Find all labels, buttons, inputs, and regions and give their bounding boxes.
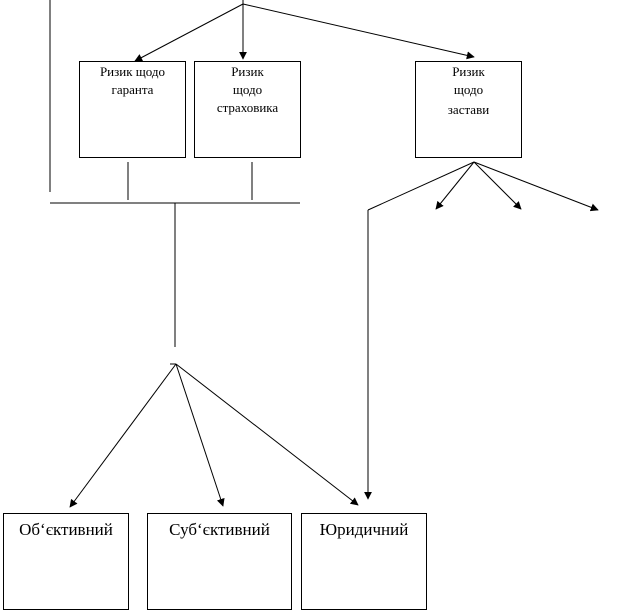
collateral-branch-left xyxy=(367,161,475,211)
box-subjective-label: Суб‘єктивний xyxy=(169,520,270,539)
box-risk-guarantor-line-1: Ризик щодо xyxy=(99,64,166,79)
box-risk-insurer-line-1: Ризик xyxy=(231,64,264,79)
box-risk-insurer-line-3: страховика xyxy=(216,100,279,115)
box-risk-guarantor-line-2: гаранта xyxy=(111,82,154,97)
arrow-to-subjective xyxy=(175,363,225,507)
collateral-arrow-2 xyxy=(473,161,522,210)
box-legal-label: Юридичний xyxy=(319,520,409,539)
box-risk-insurer: Ризик щодо страховика xyxy=(194,61,301,158)
box-risk-collateral-line-2: щодо xyxy=(453,82,484,97)
box-risk-collateral: Ризик щодо застави xyxy=(415,61,522,158)
box-subjective: Суб‘єктивний xyxy=(147,513,292,610)
box-risk-collateral-line-3: застави xyxy=(447,102,490,117)
box-risk-collateral-line-1: Ризик xyxy=(452,64,485,79)
arrow-to-collateral xyxy=(242,3,475,60)
collateral-arrow-3 xyxy=(473,161,599,212)
box-risk-guarantor: Ризик щодо гаранта xyxy=(79,61,186,158)
collateral-arrow-1 xyxy=(435,161,475,210)
box-objective: Об‘єктивний xyxy=(3,513,129,610)
arrow-to-legal-from-fan xyxy=(175,363,359,506)
arrow-to-guarantor xyxy=(134,3,244,62)
box-risk-insurer-line-2: щодо xyxy=(232,82,263,97)
box-legal: Юридичний xyxy=(301,513,427,610)
arrow-to-objective xyxy=(69,363,177,508)
box-objective-label: Об‘єктивний xyxy=(19,520,113,539)
